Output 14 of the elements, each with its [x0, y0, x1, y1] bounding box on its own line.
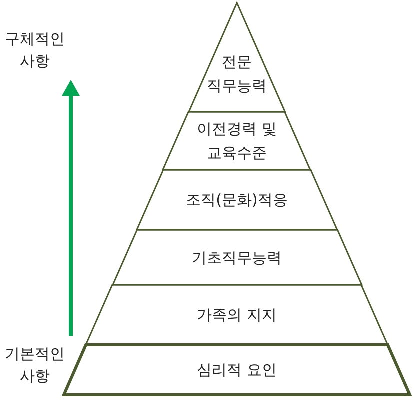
pyramid-level: [136, 170, 338, 230]
pyramid-level: [64, 345, 410, 395]
level-label: 심리적 요인: [197, 360, 277, 381]
axis-label: 기본적인 사항: [4, 344, 66, 387]
level-label: 기초직무능력: [192, 248, 282, 268]
axis-label: 구체적인 사항: [4, 29, 66, 72]
pyramid-level: [86, 285, 388, 345]
pyramid-level: [112, 230, 362, 285]
pyramid-level: [188, 3, 286, 112]
pyramid-level: [163, 112, 311, 170]
level-label: 가족의 지지: [197, 305, 277, 326]
level-label: 조직(문화)적응: [186, 190, 288, 211]
level-label: 이전경력 및 교육수준: [196, 119, 278, 164]
level-label: 전문 직무능력: [206, 52, 268, 97]
